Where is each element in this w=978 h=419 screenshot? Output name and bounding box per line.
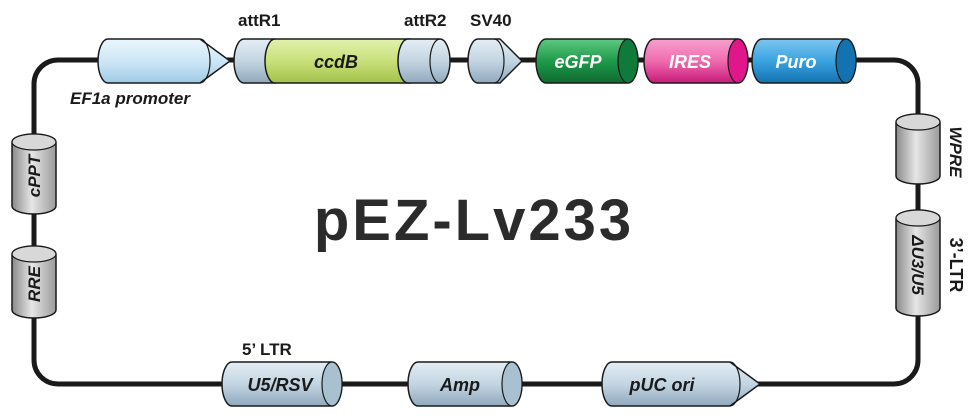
du3u5-label: ΔU3/U5	[908, 234, 927, 295]
rre-feature	[11, 245, 57, 319]
ef1a-promoter-feature	[97, 38, 232, 84]
wpre-label: WPRE	[946, 127, 965, 179]
amp-label: Amp	[439, 375, 480, 395]
egfp-feature	[535, 38, 639, 84]
cppt-label: cPPT	[25, 153, 44, 197]
ires-feature	[643, 38, 749, 84]
attr1-label: attR1	[238, 11, 281, 30]
amp-feature	[407, 361, 523, 407]
attr2-feature	[397, 38, 451, 84]
rre-label: RRE	[25, 265, 44, 302]
ltr5-label: 5’ LTR	[242, 340, 292, 359]
puc-ori-feature	[601, 361, 762, 407]
du3u5-feature	[895, 209, 941, 317]
egfp-label: eGFP	[554, 52, 602, 72]
attr2-label: attR2	[404, 11, 447, 30]
sv40-feature	[467, 38, 524, 84]
ccdb-feature	[264, 38, 411, 84]
puro-label: Puro	[775, 52, 816, 72]
u5rsv-feature	[221, 361, 343, 407]
ccdb-label: ccdB	[314, 52, 358, 72]
plasmid-title: pEZ-Lv233	[314, 188, 634, 253]
wpre-feature	[895, 113, 941, 185]
puro-feature	[751, 38, 857, 84]
ires-label: IRES	[669, 52, 711, 72]
attr1-feature	[233, 38, 276, 84]
cppt-feature	[11, 133, 57, 215]
ltr3-label: 3’-LTR	[946, 238, 966, 293]
puc-ori-label: pUC ori	[629, 375, 696, 395]
u5rsv-label: U5/RSV	[247, 375, 314, 395]
ef1a-label: EF1a promoter	[70, 89, 191, 108]
sv40-label: SV40	[470, 11, 512, 30]
